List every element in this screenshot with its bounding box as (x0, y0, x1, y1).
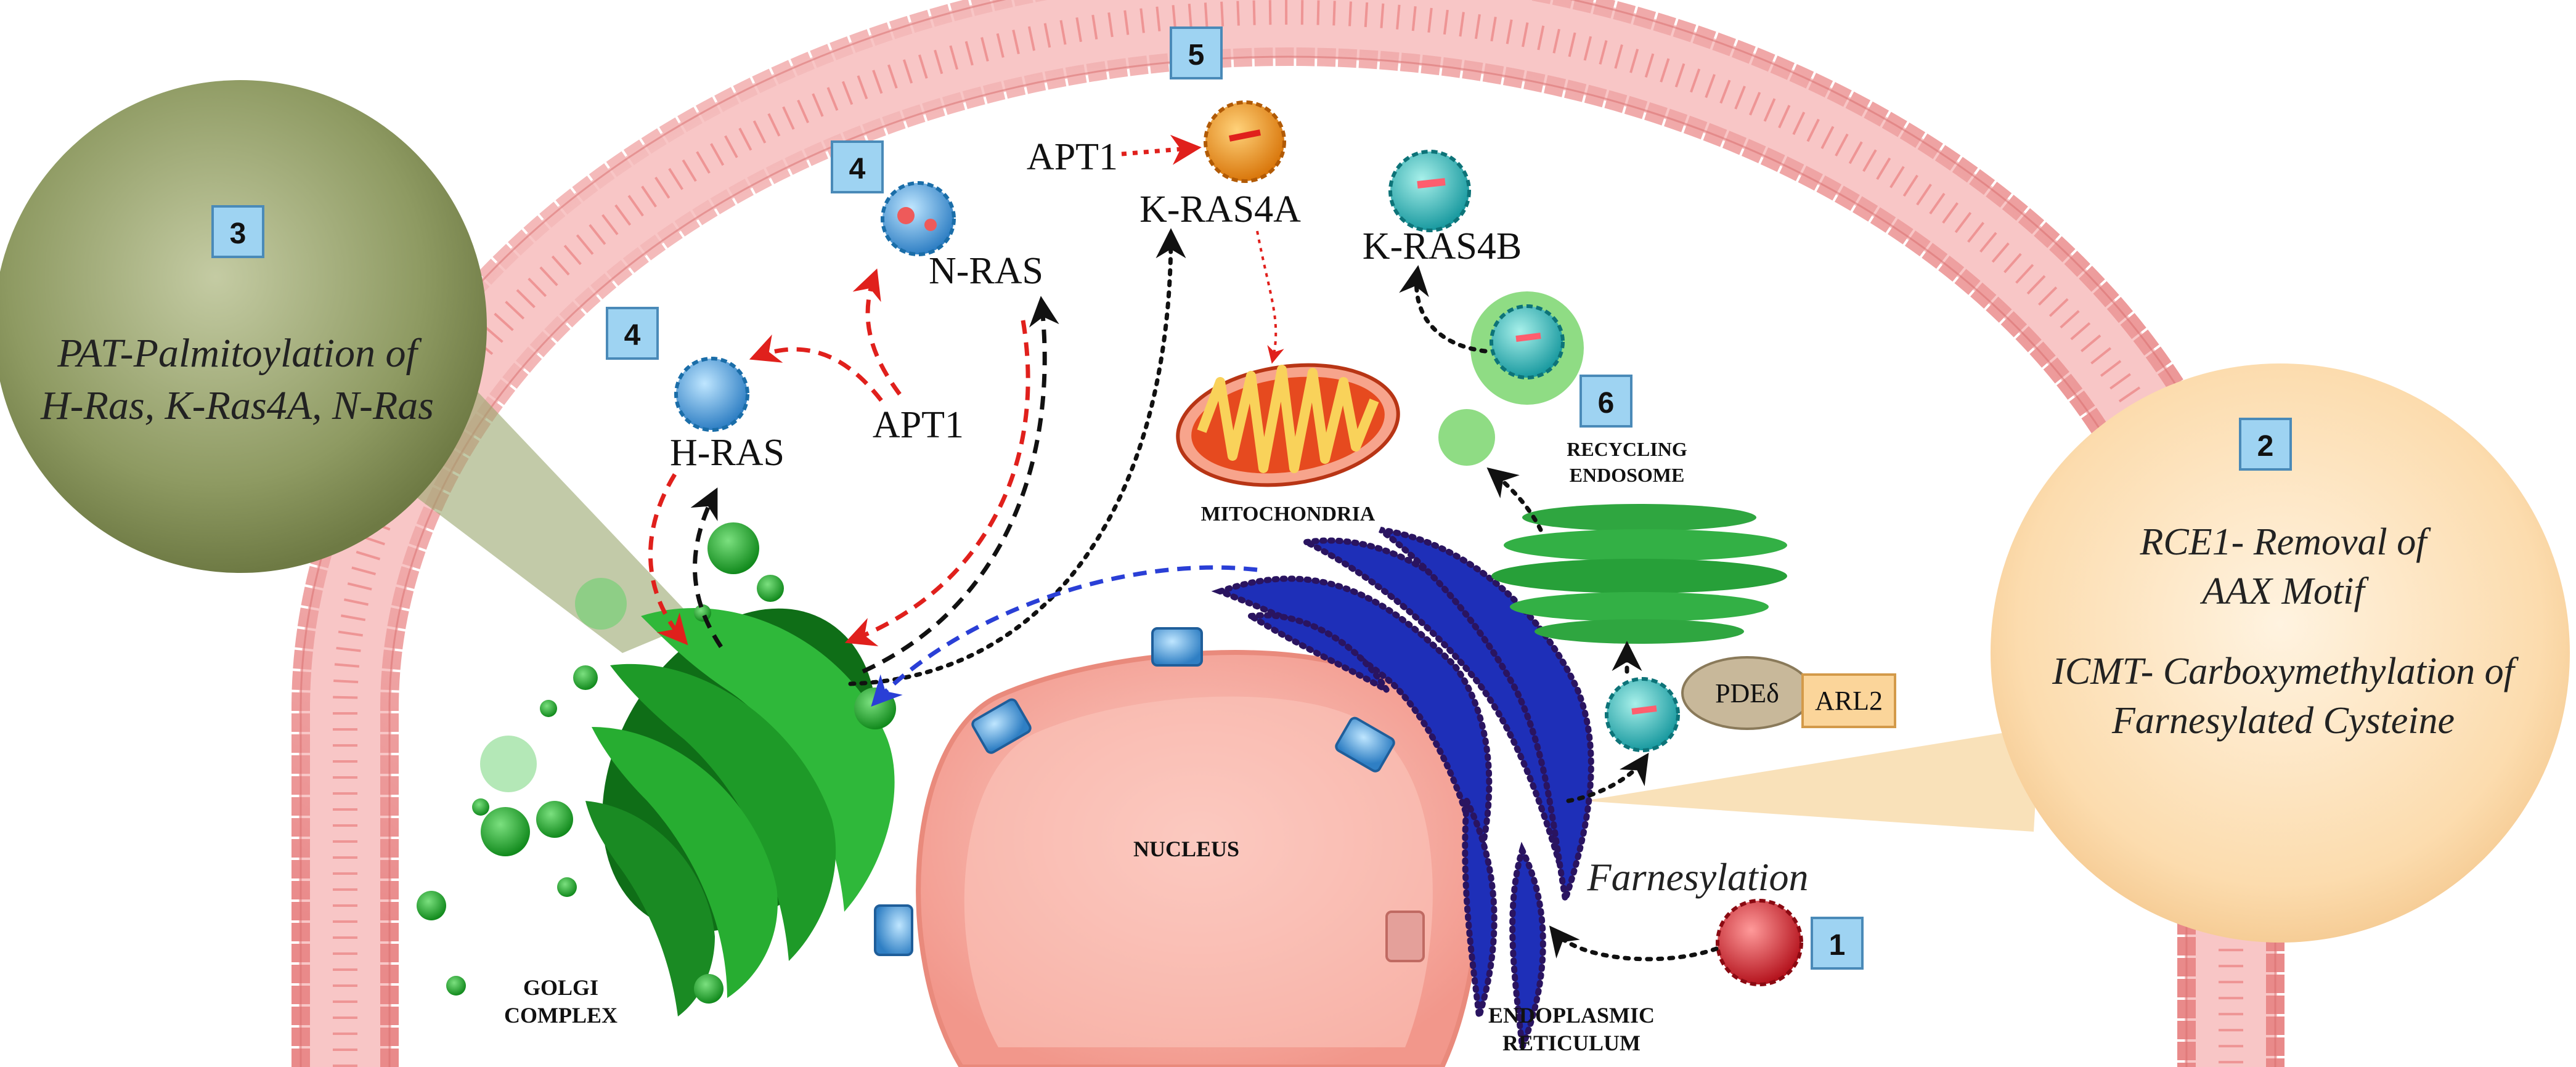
nucleus: NUCLEUS (874, 627, 1481, 1067)
step-badge-4-hras: 4 (606, 307, 659, 360)
nuclear-pore-bottom-left (874, 904, 913, 956)
svg-text:6: 6 (1598, 387, 1615, 420)
arrow-palmitoylation-to-golgi (648, 473, 688, 646)
pat-callout: PAT-Palmitoylation of H-Ras, K-Ras4A, N-… (0, 80, 696, 653)
endosome-label-line1: RECYCLING (1567, 438, 1687, 460)
rce1-label-line1: RCE1- Removal of (2140, 521, 2432, 563)
arrow-nras-to-golgi-red (844, 320, 1030, 646)
pat-label-line1: PAT-Palmitoylation of (57, 331, 422, 376)
nras-protein-icon (881, 181, 956, 256)
arrow-apt1-to-nras (852, 268, 902, 396)
recycling-endosome (1491, 504, 1787, 644)
pat-label-line2: H-Ras, K-Ras4A, N-Ras (40, 383, 434, 428)
rce1-label-line2: AAX Motif (2199, 570, 2369, 612)
nuclear-pore-bottom-right (1385, 911, 1425, 962)
arl2-label: ARL2 (1815, 686, 1883, 716)
endosome-label-line2: ENDOSOME (1570, 464, 1685, 486)
kras4a-label: K-RAS4A (1139, 189, 1301, 230)
arl2: ARL2 (1801, 673, 1896, 728)
hras-protein-icon (674, 357, 749, 432)
svg-text:5: 5 (1188, 39, 1205, 71)
nuclear-pore-right (1335, 716, 1395, 773)
step-badge-5: 5 (1170, 26, 1223, 79)
nucleus-label: NUCLEUS (1133, 837, 1239, 861)
kras4b-label: K-RAS4B (1363, 225, 1522, 267)
arrow-farnesyl-to-er (1549, 925, 1719, 962)
er-label-line1: ENDOPLASMIC (1488, 1003, 1655, 1028)
step-badge-2: 2 (2239, 418, 2292, 471)
step-badge-3: 3 (211, 205, 264, 258)
golgi-label-line1: GOLGI (523, 975, 598, 1000)
icmt-label-line1: ICMT- Carboxymethylation of (2052, 651, 2519, 692)
kras4b-protein-icon (1388, 150, 1471, 232)
nuclear-pore-top (1151, 627, 1203, 667)
hras-label: H-RAS (670, 432, 785, 474)
mitochondria (1176, 363, 1400, 487)
arrow-er-to-pde (1566, 752, 1649, 803)
arrow-golgi-to-kras4a (848, 228, 1186, 686)
kras4b-pde-protein-icon (1605, 677, 1680, 752)
step-badge-1: 1 (1811, 917, 1864, 970)
arrow-endosome-to-vesicle (1486, 467, 1543, 532)
endosome-vesicle-small (1438, 409, 1495, 466)
svg-text:3: 3 (230, 217, 247, 250)
rce1-icmt-callout: RCE1- Removal of AAX Motif ICMT- Carboxy… (1584, 363, 2570, 943)
arrow-golgi-to-hras (690, 487, 723, 648)
arrow-apt1-to-hras (749, 335, 883, 402)
arrow-er-to-golgi-blue (871, 565, 1258, 707)
er-label-line2: RETICULUM (1502, 1031, 1641, 1055)
svg-text:4: 4 (624, 319, 641, 352)
golgi-complex (417, 522, 896, 1016)
svg-text:1: 1 (1829, 929, 1846, 962)
step-badge-6: 6 (1579, 375, 1632, 428)
mitochondria-label: MITOCHONDRIA (1201, 503, 1376, 525)
kras4a-protein-icon (1204, 100, 1286, 183)
kras4b-vesicle-protein-icon (1490, 304, 1565, 379)
icmt-label-line2: Farnesylated Cysteine (2111, 700, 2455, 742)
farnesylation-label: Farnesylation (1586, 855, 1808, 899)
endoplasmic-reticulum (1211, 527, 1594, 1049)
nuclear-pore-left (971, 698, 1032, 754)
nras-label: N-RAS (929, 250, 1043, 292)
svg-text:4: 4 (849, 153, 866, 185)
arrow-kras4a-to-mitochondria (1256, 230, 1284, 364)
pde-delta: PDEδ (1681, 656, 1813, 730)
pathway-arrows (648, 134, 1719, 962)
arrow-vesicle-to-kras4b (1399, 265, 1488, 354)
apt1-lower-label: APT1 (873, 404, 964, 446)
step-badge-4-nras: 4 (831, 140, 884, 193)
arrow-apt1-to-kras4a (1121, 134, 1202, 165)
apt1-upper-label: APT1 (1027, 136, 1118, 178)
farnesyl-ras-protein-icon (1716, 899, 1803, 986)
arrow-golgi-to-nras-black (862, 296, 1059, 674)
svg-text:2: 2 (2257, 430, 2274, 463)
golgi-label-line2: COMPLEX (504, 1003, 618, 1028)
pde-label: PDEδ (1715, 678, 1779, 708)
